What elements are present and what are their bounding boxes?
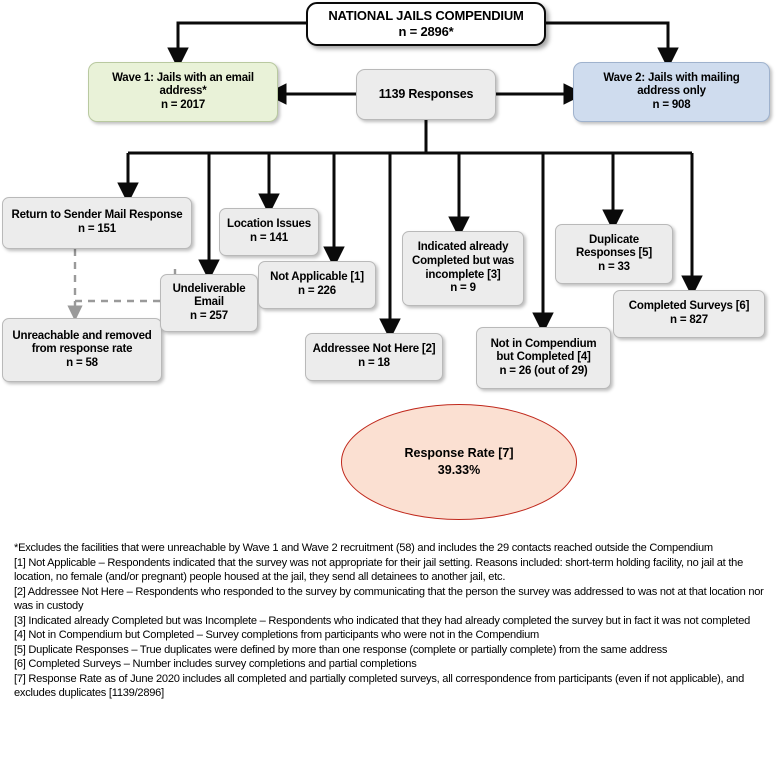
node-duplicate-responses[interactable]: Duplicate Responses [5] n = 33 [555, 224, 673, 284]
response-rate-value: 39.33% [437, 463, 481, 477]
footnote-3: [3] Indicated already Completed but was … [14, 614, 751, 627]
return-to-sender-count: n = 151 [78, 223, 116, 235]
completed-surveys-count: n = 827 [670, 314, 708, 326]
wave1-line2: address* [159, 85, 207, 98]
node-responses[interactable]: 1139 Responses [356, 69, 496, 120]
indicated-line1: Indicated already [417, 241, 509, 254]
wave2-count: n = 908 [652, 98, 691, 111]
node-addressee-not-here[interactable]: Addressee Not Here [2] n = 18 [305, 333, 443, 381]
return-to-sender-label: Return to Sender Mail Response [11, 209, 183, 222]
responses-label: 1139 Responses [378, 86, 474, 101]
not-in-compendium-count: n = 26 (out of 29) [499, 364, 588, 377]
footnote-4: [4] Not in Compendium but Completed – Su… [14, 629, 540, 642]
undeliverable-count: n = 257 [190, 309, 228, 322]
unreachable-line2: from response rate [31, 343, 133, 356]
footnote-2: [2] Addressee Not Here – Respondents who… [14, 585, 764, 613]
footnote-6: [6] Completed Surveys – Number includes … [14, 658, 417, 671]
wave2-line2: address only [637, 85, 706, 98]
not-applicable-label: Not Applicable [1] [270, 271, 364, 284]
root-title: NATIONAL JAILS COMPENDIUM [328, 8, 524, 23]
node-indicated-already-completed[interactable]: Indicated already Completed but was inco… [402, 231, 524, 306]
edge-root-to-wave1 [167, 21, 306, 69]
node-unreachable-removed[interactable]: Unreachable and removed from response ra… [2, 318, 162, 382]
duplicate-line2: Responses [5] [575, 247, 652, 260]
not-in-compendium-line2: but Completed [4] [496, 351, 591, 364]
undeliverable-line1: Undeliverable [172, 282, 246, 295]
not-in-compendium-line1: Not in Compendium [490, 337, 597, 350]
node-not-in-compendium-but-completed[interactable]: Not in Compendium but Completed [4] n = … [476, 327, 611, 389]
location-issues-label: Location Issues [227, 218, 311, 231]
response-rate-label: Response Rate [7] [404, 446, 514, 460]
node-location-issues[interactable]: Location Issues n = 141 [219, 208, 319, 256]
node-undeliverable-email[interactable]: Undeliverable Email n = 257 [160, 274, 258, 332]
node-wave2[interactable]: Wave 2: Jails with mailing address only … [573, 62, 770, 122]
addressee-count: n = 18 [358, 357, 390, 369]
footnote-5: [5] Duplicate Responses – True duplicate… [14, 643, 668, 656]
duplicate-line1: Duplicate [589, 233, 639, 246]
node-completed-surveys[interactable]: Completed Surveys [6] n = 827 [613, 290, 765, 338]
unreachable-count: n = 58 [66, 356, 98, 369]
footnote-7: [7] Response Rate as of June 2020 includ… [14, 672, 744, 700]
node-national-jails-compendium[interactable]: NATIONAL JAILS COMPENDIUM n = 2896* [306, 2, 546, 46]
indicated-count: n = 9 [450, 282, 476, 295]
node-not-applicable[interactable]: Not Applicable [1] n = 226 [258, 261, 376, 309]
location-issues-count: n = 141 [250, 232, 288, 244]
node-response-rate[interactable]: Response Rate [7] 39.33% [341, 404, 577, 520]
root-count: n = 2896* [398, 24, 454, 39]
wave2-line1: Wave 2: Jails with mailing [603, 71, 740, 84]
addressee-label: Addressee Not Here [2] [312, 343, 436, 356]
edge-root-to-wave2 [546, 21, 679, 69]
indicated-line3: incomplete [3] [425, 268, 501, 281]
footnotes-block: *Excludes the facilities that were unrea… [14, 541, 766, 701]
wave1-count: n = 2017 [160, 98, 206, 111]
completed-surveys-label: Completed Surveys [6] [628, 300, 750, 313]
indicated-line2: Completed but was [411, 254, 515, 267]
footnote-asterisk: *Excludes the facilities that were unrea… [14, 542, 713, 554]
undeliverable-line2: Email [194, 296, 224, 309]
footnote-1: [1] Not Applicable – Respondents indicat… [14, 556, 744, 584]
node-return-to-sender[interactable]: Return to Sender Mail Response n = 151 [2, 197, 192, 249]
wave1-line1: Wave 1: Jails with an email [112, 71, 254, 84]
duplicate-count: n = 33 [598, 260, 630, 273]
unreachable-line1: Unreachable and removed [12, 329, 152, 342]
node-wave1[interactable]: Wave 1: Jails with an email address* n =… [88, 62, 278, 122]
not-applicable-count: n = 226 [298, 285, 336, 297]
